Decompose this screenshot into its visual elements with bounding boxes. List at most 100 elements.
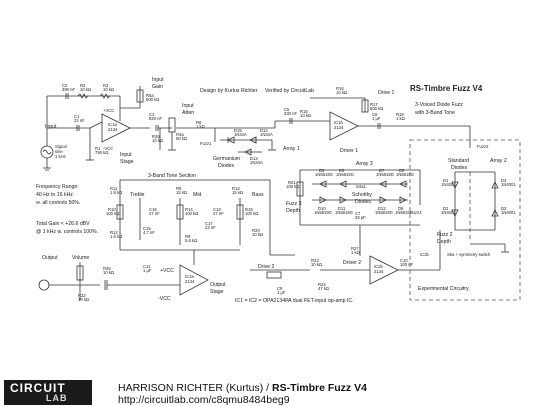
c3-val: 820 nF bbox=[149, 116, 162, 121]
s4a-label: S4a1 bbox=[356, 184, 366, 189]
r23-ref: R24 bbox=[318, 282, 326, 287]
array2-label: Array 2 bbox=[490, 158, 507, 164]
d9-ref: D9 bbox=[319, 168, 325, 173]
ic2a-vcc: +VCC bbox=[160, 268, 174, 274]
r9-val: 5.6 kΩ bbox=[185, 238, 197, 243]
c5-val: 330 nF bbox=[284, 111, 297, 116]
r23-val: 47 kΩ bbox=[318, 286, 329, 291]
d9-val: 1N5819G bbox=[315, 172, 333, 177]
c6-ref: C6 bbox=[372, 112, 378, 117]
r6-val: 1 kΩ bbox=[196, 124, 205, 129]
d8-diode-icon bbox=[399, 180, 407, 188]
experimental-label: Experimental Circuitry bbox=[418, 286, 469, 292]
d10-val: 1N5819G bbox=[314, 210, 332, 215]
r12-ref: R12 bbox=[110, 230, 118, 235]
d15-ref: D15 bbox=[234, 128, 242, 133]
r19-ref: R19 bbox=[245, 207, 253, 212]
d2-diode-icon bbox=[451, 209, 459, 217]
d6-diode-icon bbox=[399, 196, 407, 204]
d7-diode-icon bbox=[379, 180, 387, 188]
array3-section: Array 3 D9 1N5819G D5 1N5819G D7 1N5819G… bbox=[286, 161, 422, 225]
r16-val: 10 kΩ bbox=[336, 90, 347, 95]
r22-ref: C9 bbox=[277, 286, 283, 291]
r27-val: 100 nF bbox=[400, 262, 413, 267]
d8-val: 1N5819G bbox=[396, 172, 414, 177]
mid-label: Mid bbox=[193, 192, 201, 198]
ic1b-opamp bbox=[329, 111, 359, 141]
r18-val: 1 kΩ bbox=[396, 116, 405, 121]
c18-val: 1 μF bbox=[143, 268, 152, 273]
d3-diode-icon bbox=[491, 209, 499, 217]
c11-val: 10 kΩ bbox=[103, 270, 114, 275]
signal-label-2: sine bbox=[55, 149, 63, 154]
c9-ref: R23 bbox=[311, 258, 319, 263]
drive1-label: Drive 1 bbox=[378, 90, 395, 96]
d2-val: 1N4001 bbox=[441, 210, 456, 215]
c9-val: 10 kΩ bbox=[311, 262, 322, 267]
subtitle-line-2: with 3-Band Tone bbox=[415, 110, 455, 116]
spec-notes: Frequency Range: 40 Hz to 16 kHz w. all … bbox=[36, 184, 98, 235]
design-credit: Design by Kurtus Richter bbox=[200, 88, 258, 94]
d4-ref: D4 bbox=[501, 178, 507, 183]
d5-diode-icon bbox=[339, 180, 347, 188]
c2-val: 390 nF bbox=[62, 87, 75, 92]
r5a-pot bbox=[136, 89, 144, 103]
output-jack-icon bbox=[38, 279, 50, 291]
r4a-ref: R4a bbox=[176, 132, 184, 137]
germanium-label-2: Diodes bbox=[218, 163, 235, 169]
r17-pot bbox=[361, 99, 369, 113]
r1-val: 750 kΩ bbox=[95, 150, 108, 155]
output-label: Output bbox=[42, 255, 58, 261]
d8-ref: D8 bbox=[399, 168, 405, 173]
volume-label: Volume bbox=[72, 255, 89, 261]
r1-ref: R1 bbox=[95, 146, 101, 151]
r11-ref: R11 bbox=[110, 186, 118, 191]
output-stage-label-2: Stage bbox=[210, 289, 224, 295]
signal-label-1: Signal bbox=[55, 144, 67, 149]
ic2a-vee: -VCC bbox=[158, 296, 171, 302]
circuit-title: RS-Timbre Fuzz V4 bbox=[410, 84, 483, 93]
r5a-val: 500 kΩ bbox=[146, 97, 159, 102]
c11-ref: R25 bbox=[103, 266, 111, 271]
c5-ref: C5 bbox=[284, 107, 290, 112]
r2-ref: R2 bbox=[80, 83, 86, 88]
d5-ref: D5 bbox=[339, 168, 345, 173]
r15-val: 10 kΩ bbox=[300, 113, 311, 118]
tone-section-label: 3-Band Tone Section bbox=[148, 173, 196, 179]
verified-credit: Verified by CircuitLab bbox=[265, 88, 314, 94]
c16-ref: C16 bbox=[149, 207, 157, 212]
c7-val: 33 pF bbox=[355, 215, 366, 220]
fuzz2-depth-label-2: Depth bbox=[437, 239, 451, 245]
r14-pot bbox=[176, 204, 184, 220]
r24-ref: R27 bbox=[351, 246, 359, 251]
fuzz3-depth-label-2: Depth bbox=[286, 208, 300, 214]
input-atten-label-1: Input bbox=[182, 103, 194, 109]
drive2-label: Drive 2 bbox=[258, 264, 275, 270]
d15-val: 1N34A bbox=[234, 132, 247, 137]
c17-val: 22 nF bbox=[205, 225, 216, 230]
circuit-url-link[interactable]: http://circuitlab.com/c8qmu8484beg9 bbox=[118, 394, 290, 406]
r26-val: 10 kΩ bbox=[152, 138, 163, 143]
logo-top: CIRCUIT bbox=[10, 381, 66, 395]
array1-label: Array 1 bbox=[283, 146, 300, 152]
fuzz2-label: Fuzz2 bbox=[477, 144, 489, 149]
circuitlab-logo[interactable]: CIRCUIT LAB bbox=[4, 380, 92, 405]
d10-diode-icon bbox=[319, 196, 327, 204]
fuzz1-label: Fuzz1 bbox=[200, 141, 212, 146]
r27-ref: C10 bbox=[400, 258, 408, 263]
d11-val: 1N5819G bbox=[335, 210, 353, 215]
r16-ref: R16 bbox=[336, 86, 344, 91]
signal-label-3: 1 kHz bbox=[55, 154, 66, 159]
r22-pot bbox=[266, 271, 282, 279]
freq-range-line-2: 40 Hz to 16 kHz bbox=[36, 192, 73, 198]
r21-val: 100 kΩ bbox=[286, 184, 299, 189]
treble-label: Treble bbox=[130, 192, 145, 198]
r4a-val: 50 kΩ bbox=[176, 136, 187, 141]
array1-section: R6 1 kΩ Fuzz1 D15 1N34A D14 1N34A D13 1N… bbox=[176, 120, 300, 169]
fuzz3-label: Fuzz3 bbox=[410, 210, 422, 215]
author-name: HARRISON RICHTER (Kurtus) bbox=[118, 382, 264, 394]
r18-ref: R18 bbox=[396, 112, 404, 117]
d7-val: 1N5819G bbox=[376, 172, 394, 177]
ic1b-ref: IC1b bbox=[334, 120, 344, 125]
schottky-label-1: Schottky bbox=[352, 192, 372, 198]
